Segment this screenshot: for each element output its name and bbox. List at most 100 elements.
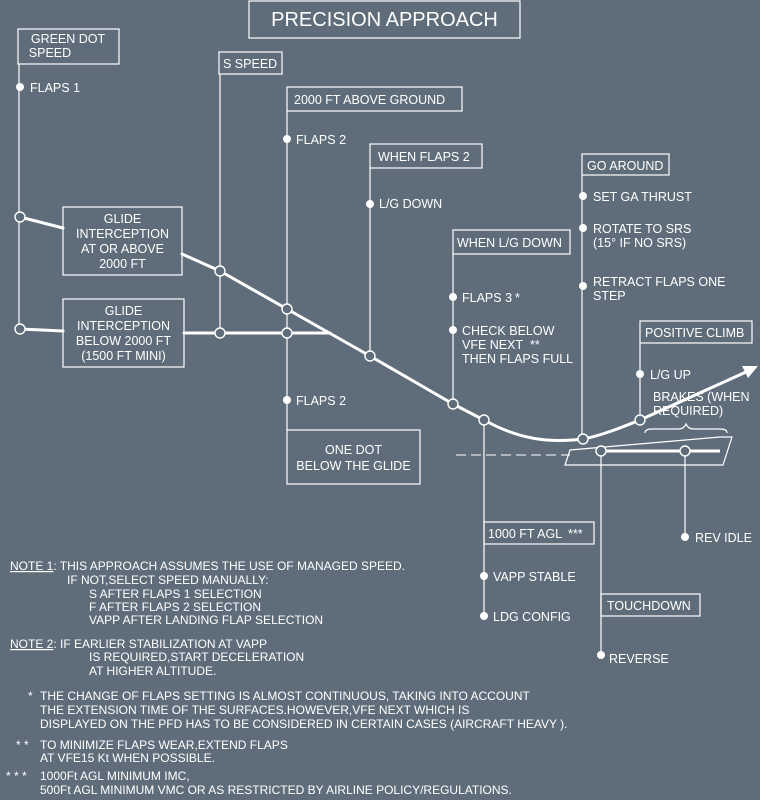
gate-1000ft-footnote-mark: *** [568, 527, 583, 541]
flaps1-dot [16, 83, 24, 91]
action-lg-down: L/G DOWN [379, 197, 442, 211]
footnote3-line1: 1000Ft AGL MINIMUM IMC, [40, 769, 190, 783]
marker-2000ft-upper [281, 303, 293, 315]
flaps2-lower-dot [283, 396, 291, 404]
ga-thrust-dot [579, 192, 587, 200]
lg-down-dot [366, 200, 374, 208]
action-rev-idle: REV IDLE [695, 531, 752, 545]
brakes-bracket [644, 422, 728, 434]
gate-when-lg-down [452, 229, 571, 255]
marker-rev-idle [679, 445, 691, 457]
gate-green-dot-speed [17, 28, 120, 65]
title-box [248, 0, 521, 39]
footnote1-line2: THE EXTENSION TIME OF THE SURFACES.HOWEV… [40, 703, 469, 717]
path-upper-entry [18, 215, 65, 230]
marker-positive-climb [634, 414, 646, 426]
glide-above-line2: INTERCEPTION [76, 227, 169, 241]
footnote2-line1: TO MINIMIZE FLAPS WEAR,EXTEND FLAPS [40, 738, 288, 752]
action-flaps1: FLAPS 1 [30, 81, 80, 95]
note1-line4: F AFTER FLAPS 2 SELECTION [89, 600, 261, 614]
lg-up-dot [636, 370, 644, 378]
gate-when-lg-down-label: WHEN L/G DOWN [457, 236, 562, 250]
footnote1-mark: * [28, 689, 33, 703]
gate-1000ft-label: 1000 FT AGL [488, 527, 562, 541]
note1-label: NOTE 1 [10, 559, 54, 573]
action-vapp-stable: VAPP STABLE [493, 570, 576, 584]
action-retract-line2: STEP [593, 289, 626, 303]
vapp-stable-dot [480, 572, 488, 580]
glide-interception-above-box [62, 206, 183, 276]
note1-line3: S AFTER FLAPS 1 SELECTION [89, 587, 262, 601]
note1-text1: : THIS APPROACH ASSUMES THE USE OF MANAG… [53, 559, 405, 573]
action-ldg-config: LDG CONFIG [493, 610, 571, 624]
note2-line1: NOTE 2: IF EARLIER STABILIZATION AT VAPP [10, 637, 267, 651]
marker-when-lg-down [447, 398, 459, 410]
glide-below-line1: GLIDE [105, 304, 143, 318]
gate-positive-climb [639, 320, 753, 344]
glide-below-line4: (1500 FT MINI) [81, 349, 166, 363]
action-check-below-line1: CHECK BELOW [462, 324, 555, 338]
note2-text1: : IF EARLIER STABILIZATION AT VAPP [53, 637, 267, 651]
action-rotate-line2: (15° IF NO SRS) [593, 236, 686, 250]
action-reverse: REVERSE [609, 652, 669, 666]
marker-s-speed-upper [214, 265, 226, 277]
action-rotate-line1: ROTATE TO SRS [593, 222, 691, 236]
gate-one-dot [286, 429, 421, 485]
footnote2-mark: * * [16, 738, 29, 752]
gate-one-dot-line1: ONE DOT [325, 443, 382, 457]
glide-below-line2: INTERCEPTION [77, 319, 170, 333]
path-lower-entry [18, 327, 65, 333]
marker-lower-start [14, 323, 26, 335]
action-brakes-line1: BRAKES (WHEN [653, 390, 750, 404]
action-flaps3: FLAPS 3 [462, 291, 512, 305]
gate-s-speed-label: S SPEED [223, 57, 277, 71]
gate-green-dot-line1: GREEN DOT [31, 32, 106, 46]
footnote3-line2: 500Ft AGL MINIMUM VMC OR AS RESTRICTED B… [40, 783, 512, 797]
gate-2000ft [286, 86, 463, 112]
gate-when-flaps2 [369, 143, 483, 169]
footnote2-line2: AT VFE15 Kt WHEN POSSIBLE. [40, 751, 215, 765]
reverse-dot [597, 651, 605, 659]
action-brakes-line2: REQUIRED) [653, 404, 723, 418]
marker-when-flaps2 [364, 350, 376, 362]
note2-label: NOTE 2 [10, 637, 54, 651]
flaps3-dot [449, 293, 457, 301]
gate-2000ft-label: 2000 FT ABOVE GROUND [294, 93, 445, 107]
note2-line3: AT HIGHER ALTITUDE. [89, 664, 216, 678]
marker-touchdown [595, 445, 607, 457]
action-flaps2-lower: FLAPS 2 [296, 394, 346, 408]
action-flaps2-upper: FLAPS 2 [296, 133, 346, 147]
action-retract-line1: RETRACT FLAPS ONE [593, 275, 725, 289]
flaps3-footnote-mark: * [515, 291, 520, 305]
action-lg-up: L/G UP [650, 368, 691, 382]
glide-below-line3: BELOW 2000 FT [76, 334, 172, 348]
gate-s-speed [218, 51, 283, 75]
gate-touchdown [600, 593, 701, 617]
footnote1-line3: DISPLAYED ON THE PFD HAS TO BE CONSIDERE… [40, 717, 567, 731]
check-below-dot [449, 326, 457, 334]
footnote3-mark: * * * [6, 769, 27, 783]
glide-path [180, 252, 748, 443]
runway-outline [564, 436, 733, 466]
glide-above-line1: GLIDE [104, 212, 142, 226]
rotate-dot [579, 224, 587, 232]
action-check-below-line3: THEN FLAPS FULL [462, 352, 573, 366]
marker-1000ft [478, 414, 490, 426]
page-title: PRECISION APPROACH [271, 9, 498, 31]
gate-go-around [581, 153, 670, 176]
gate-one-dot-line2: BELOW THE GLIDE [296, 459, 410, 473]
action-check-below-line2: VFE NEXT [462, 338, 523, 352]
glide-above-line3: AT OR ABOVE [81, 242, 164, 256]
marker-go-around [577, 433, 589, 445]
marker-s-speed-lower [214, 327, 226, 339]
climb-arrow-icon [742, 366, 758, 378]
rev-idle-dot [681, 533, 689, 541]
gate-positive-climb-label: POSITIVE CLIMB [645, 326, 744, 340]
marker-upper-start [14, 211, 26, 223]
note1-line1: NOTE 1: THIS APPROACH ASSUMES THE USE OF… [10, 559, 405, 573]
note1-line5: VAPP AFTER LANDING FLAP SELECTION [89, 613, 323, 627]
check-below-footnote-mark: ** [530, 338, 540, 352]
flaps2-upper-dot [283, 135, 291, 143]
action-set-ga-thrust: SET GA THRUST [593, 190, 692, 204]
